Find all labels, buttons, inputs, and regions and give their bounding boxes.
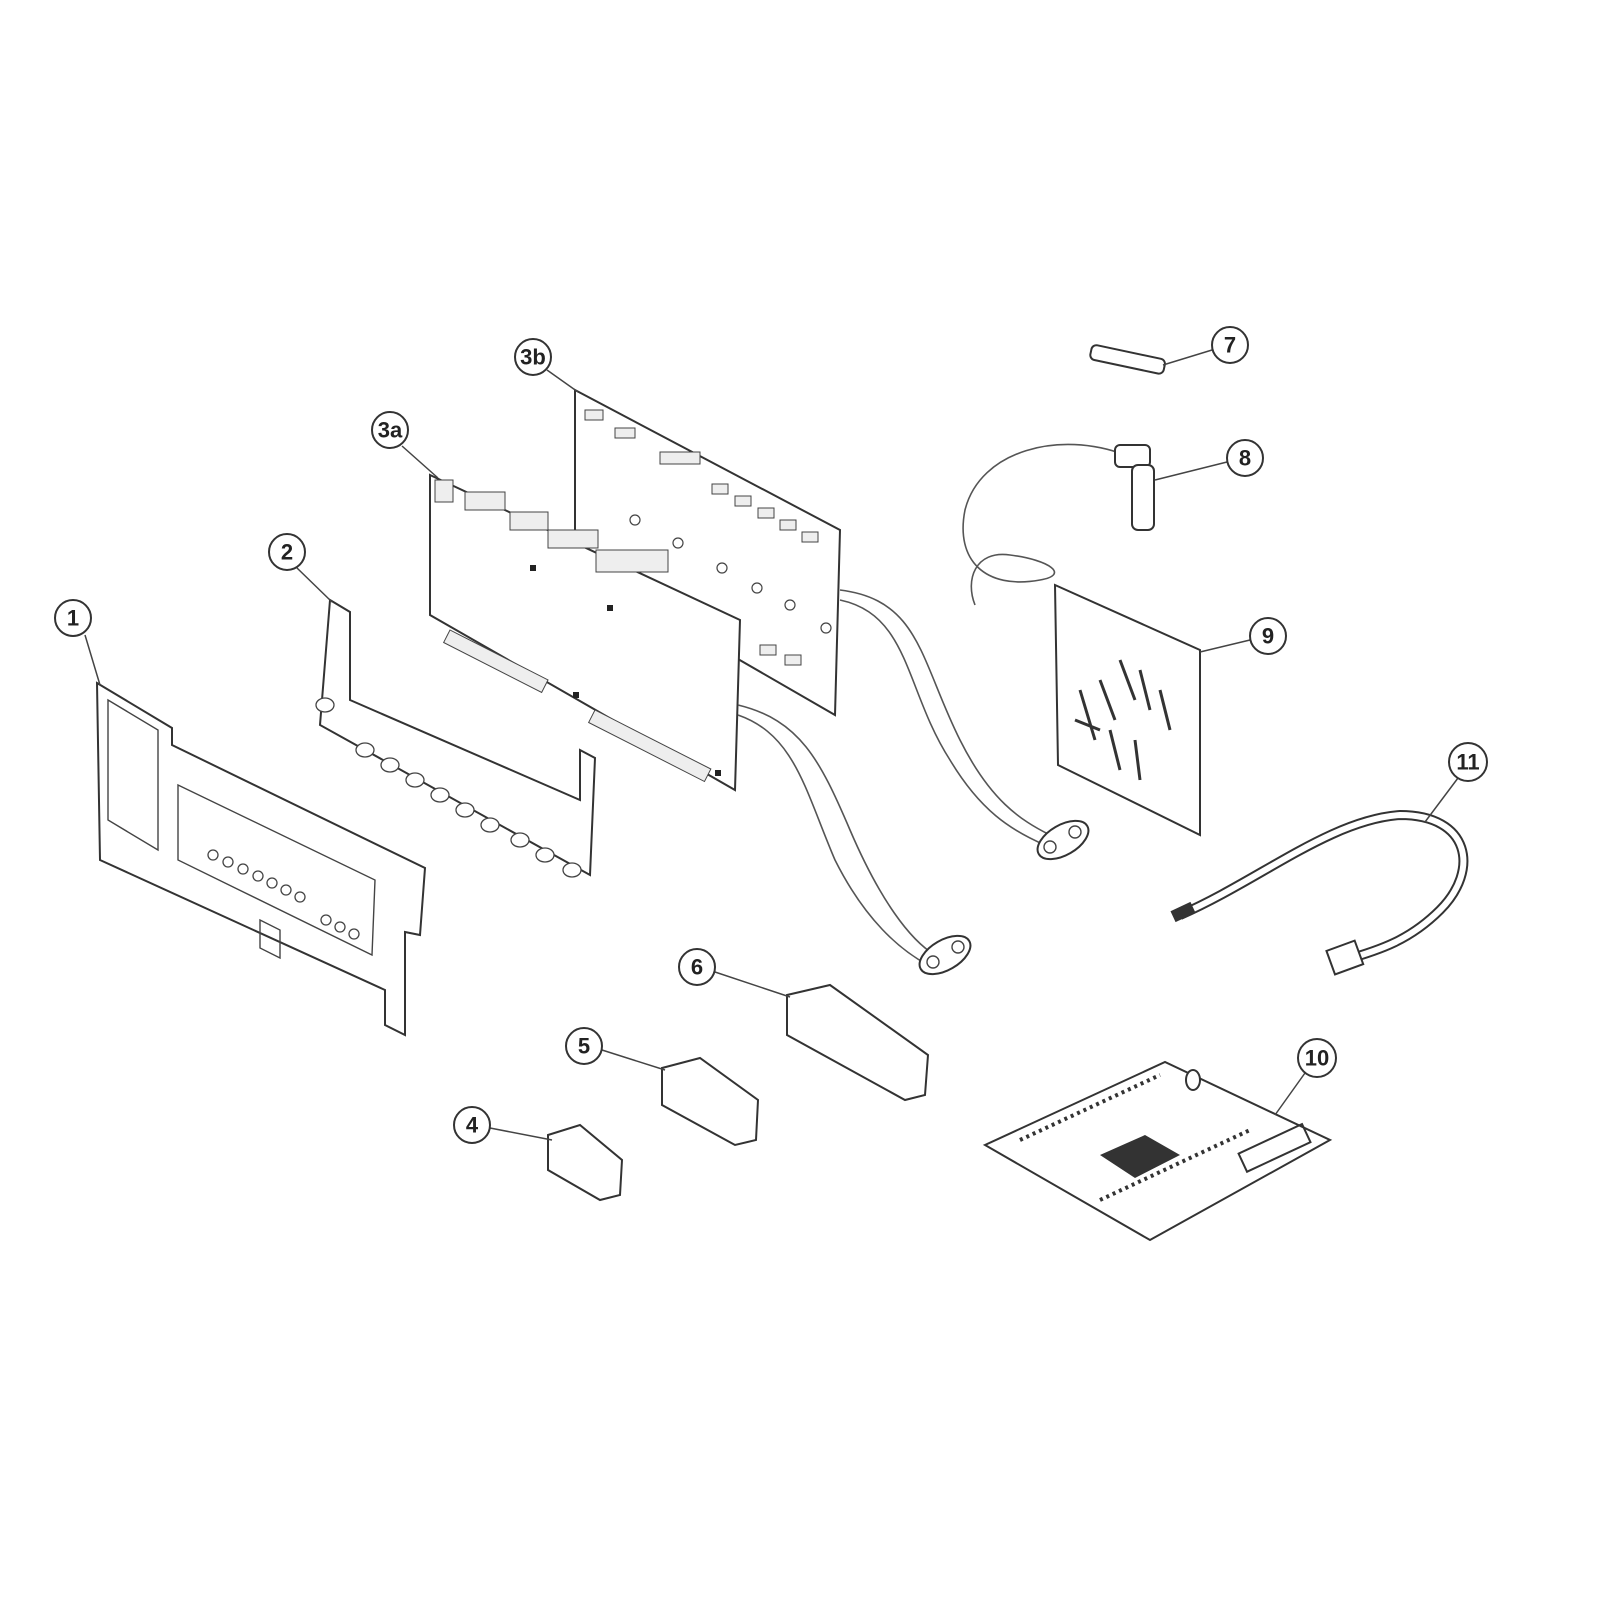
part-3a-circuit-board: [429, 473, 742, 792]
callout-4: 4: [453, 1106, 553, 1144]
callout-8: 8: [1154, 439, 1264, 481]
part-9-hardware-bag: [1053, 583, 1201, 837]
part-5-terminal-block: [661, 1056, 760, 1147]
part-1-bezel: [95, 681, 427, 1037]
part-7-fuse: [1089, 344, 1166, 375]
callout-label: 10: [1305, 1046, 1329, 1071]
part-10-circuit-board: [982, 1060, 1333, 1242]
callout-3a: 3a: [371, 411, 439, 479]
callout-10: 10: [1274, 1038, 1337, 1116]
callout-label: 9: [1262, 624, 1274, 649]
part-3b-circuit-board: [574, 388, 842, 717]
callout-9: 9: [1199, 617, 1287, 655]
callout-label: 6: [691, 955, 703, 980]
part-11-cable: [1170, 809, 1469, 976]
callout-11: 11: [1424, 742, 1488, 823]
part-4-terminal-block: [547, 1123, 624, 1202]
callout-3b: 3b: [514, 338, 579, 393]
callout-label: 2: [281, 540, 293, 565]
part-2-light-pipe: [315, 598, 597, 878]
callout-2: 2: [268, 533, 333, 603]
callout-label: 4: [466, 1113, 479, 1138]
part-6-terminal-block: [786, 983, 930, 1102]
callout-label: 1: [67, 606, 79, 631]
callout-1: 1: [54, 599, 101, 686]
callout-label: 11: [1456, 750, 1479, 775]
callout-6: 6: [678, 948, 791, 998]
callout-5: 5: [565, 1027, 666, 1071]
callout-7: 7: [1162, 326, 1249, 366]
callout-label: 7: [1224, 333, 1236, 358]
callout-label: 3a: [378, 418, 403, 443]
callout-label: 5: [578, 1034, 590, 1059]
callout-label: 8: [1239, 446, 1251, 471]
part-8-sensor: [962, 443, 1155, 606]
sensor-wires: [737, 589, 1090, 976]
callout-label: 3b: [520, 345, 546, 370]
